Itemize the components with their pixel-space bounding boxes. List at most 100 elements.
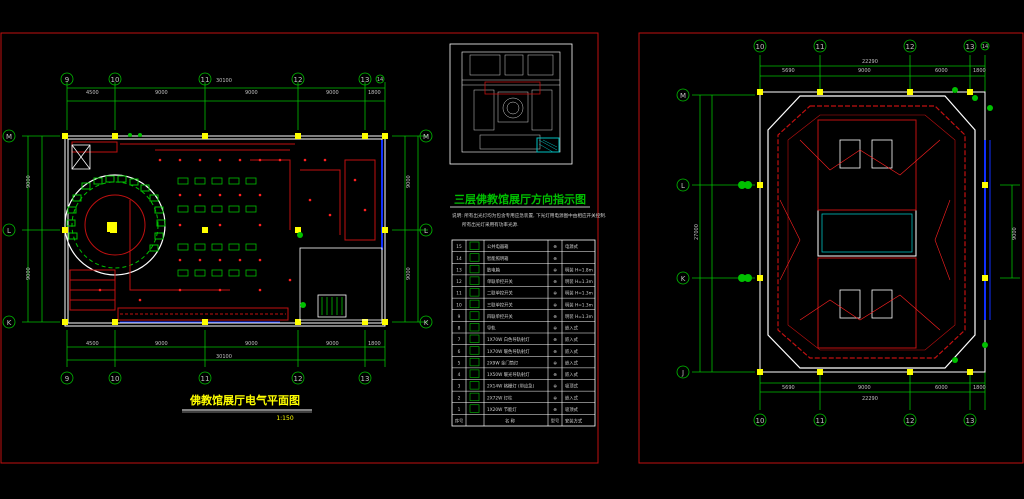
dim-bottom-4: 9000 [326, 341, 339, 347]
legend-row-no: 5 [458, 360, 461, 366]
legend-row-desc: 四联单控开关 [487, 313, 513, 320]
left-sheet-title-block: 佛教馆展厅电气平面图 1:150 [182, 393, 312, 422]
grid-top-12: 12 [294, 76, 303, 84]
r-dim-bottom-total: 22290 [862, 396, 878, 402]
legend-symbol-icon [469, 311, 480, 320]
legend-symbol-icon [469, 334, 480, 343]
legend-symbol-icon [469, 288, 480, 297]
r-grid-bottom-13: 13 [966, 417, 975, 425]
legend-row-desc: 散电箱 [487, 266, 501, 273]
legend-header-no: 序号 [455, 418, 464, 425]
legend-row-no: 14 [456, 256, 462, 262]
dim-top-2: 9000 [155, 90, 168, 96]
legend-row-qty-icon: ⊕ [553, 268, 557, 273]
legend-row-qty-icon: ⊕ [553, 257, 557, 262]
dim-bottom-3: 9000 [245, 341, 258, 347]
key-plan-thumbnail [449, 43, 573, 165]
grid-side-r-m: M [423, 133, 429, 141]
grid-top-11: 11 [201, 76, 210, 84]
legend-row-no: 10 [456, 302, 462, 308]
r-dim-top-3: 6000 [935, 68, 948, 74]
fixture-dots [98, 158, 367, 302]
grid-bottom-12: 12 [294, 375, 303, 383]
r-dim-top-total: 22290 [862, 59, 878, 65]
grid-bottom-13: 13 [361, 375, 370, 383]
legend-row-desc: 1X70W 白色导轨射灯 [487, 336, 530, 343]
legend-symbol-icon [469, 369, 480, 378]
legend-row-mount: 吸顶式 [565, 383, 579, 390]
legend-symbol-icon [469, 404, 480, 413]
legend-row-desc: 单联单控开关 [487, 278, 513, 285]
legend-row-mount: 明装 H=1.3m [565, 313, 593, 320]
legend-row-mount: 嵌入式 [565, 336, 579, 343]
legend-row-mount: 嵌入式 [565, 371, 579, 378]
dim-side-r1: 9000 [406, 175, 412, 188]
legend-row-mount: 电源式 [565, 243, 579, 250]
grid-side-r-l: L [424, 227, 428, 235]
legend-row-qty-icon: ⊕ [553, 408, 557, 413]
grid-side-l: L [7, 227, 11, 235]
r-grid-side-m: M [680, 92, 686, 100]
note-line-2: 所有出光灯采用有功率光源. [462, 221, 519, 228]
legend-row-qty-icon: ⊕ [553, 315, 557, 320]
grid-side-r-k: K [424, 319, 429, 327]
legend-row-mount: 嵌入式 [565, 325, 579, 332]
r-grid-top-14: 14 [982, 44, 988, 50]
legend-row-no: 4 [458, 372, 461, 378]
r-dim-bottom-2: 9000 [858, 385, 871, 391]
r-dim-top-4: 1800 [973, 68, 986, 74]
legend-row-qty-icon: ⊕ [553, 280, 557, 285]
right-sheet-frame [638, 32, 1024, 464]
legend-row-qty-icon: ⊕ [553, 338, 557, 343]
legend-symbol-icon [469, 392, 480, 402]
dim-bottom-total: 30100 [216, 354, 232, 360]
legend-row-desc: 2X72W 灯柱 [487, 394, 513, 401]
legend-row-mount: 吸顶式 [565, 406, 579, 413]
legend-row-no: 13 [456, 267, 462, 273]
legend-row-mount: 嵌入式 [565, 348, 579, 355]
dim-top-total: 30100 [216, 78, 232, 84]
dim-top-1: 4500 [86, 90, 99, 96]
r-dim-bottom-3: 6000 [935, 385, 948, 391]
grid-top-9: 9 [65, 76, 69, 84]
grid-bottom-10: 10 [111, 375, 120, 383]
legend-row-qty-icon: ⊕ [553, 303, 557, 308]
grid-top-10: 10 [111, 76, 120, 84]
legend-symbol-icon [469, 357, 480, 367]
r-grid-bottom-12: 12 [906, 417, 915, 425]
grid-bottom-9: 9 [65, 375, 69, 383]
legend-row-desc: 2X14W 格栅灯 (带应急) [487, 383, 535, 390]
legend-row-mount: 明装 H=1.3m [565, 278, 593, 285]
legend-row-mount: 嵌入式 [565, 394, 579, 401]
grid-top-14: 14 [377, 77, 383, 83]
legend-row-desc: 导轨 [487, 325, 496, 332]
r-dim-side-left: 27000 [694, 224, 700, 240]
r-dim-bottom-1: 5690 [782, 385, 795, 391]
legend-row-mount: 明装 H=1.3m [565, 301, 593, 308]
legend-row-desc: 智能照明箱 [487, 255, 509, 262]
legend-row-qty-icon: ⊕ [553, 350, 557, 355]
left-floor-plan: 4500 9000 9000 9000 1800 30100 4500 9000… [2, 72, 433, 385]
dim-top-3: 9000 [245, 90, 258, 96]
legend-header-spec: 型号 [551, 418, 560, 425]
r-dim-top-2: 9000 [858, 68, 871, 74]
legend-row-no: 6 [458, 349, 461, 355]
grid-side-m: M [6, 133, 12, 141]
legend-row-desc: 2X9W 金门筒灯 [487, 359, 519, 366]
grid-side-k: K [7, 319, 12, 327]
dim-bottom-5: 1800 [368, 341, 381, 347]
legend-symbol-icon [469, 276, 480, 285]
legend-row-qty-icon: ⊕ [553, 396, 557, 401]
legend-row-no: 2 [458, 395, 461, 401]
legend-row-qty-icon: ⊕ [553, 245, 557, 250]
key-plan-title: 三层佛教馆展厅方向指示图 [454, 192, 586, 206]
legend-row-qty-icon: ⊕ [553, 327, 557, 332]
legend-row-desc: 公共电器箱 [487, 243, 509, 250]
legend-row-mount: 明装 H=1.8m [565, 266, 593, 273]
legend-header-mount: 安装方式 [565, 418, 583, 425]
legend-row-no: 3 [458, 384, 461, 390]
r-grid-top-13: 13 [966, 43, 975, 51]
legend-row-desc: 二联单控开关 [487, 290, 513, 297]
